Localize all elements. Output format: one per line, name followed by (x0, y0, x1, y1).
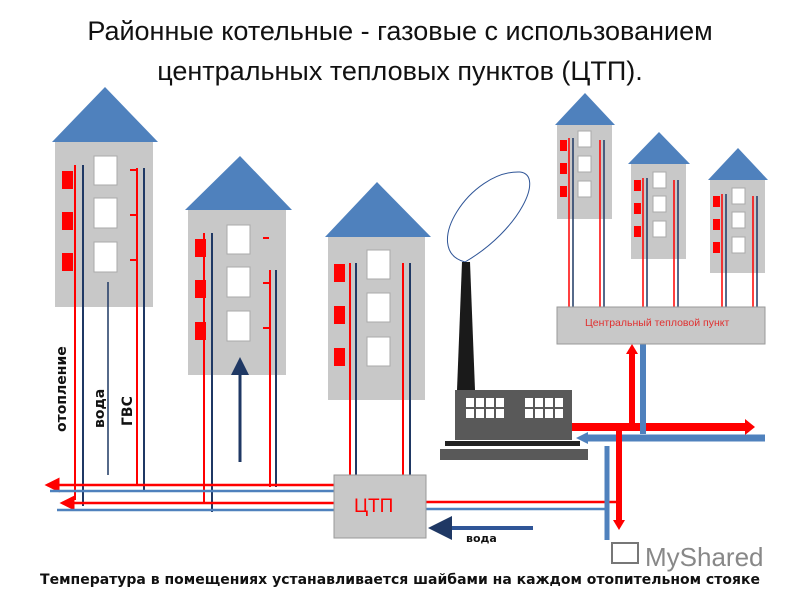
building-5 (628, 132, 690, 307)
ctp-box: ЦТП (333, 474, 427, 539)
label-water-in: вода (466, 532, 497, 545)
label-heating: отопление (54, 346, 70, 432)
watermark: MyShared (611, 542, 764, 572)
label-water: вода (92, 389, 108, 428)
trunk-pipes (572, 344, 765, 540)
central-heat-point-box: Центральный тепловой пункт (556, 306, 766, 345)
title-line-1: Районные котельные - газовые с использов… (87, 16, 712, 46)
building-3 (325, 182, 431, 475)
watermark-text: MyShared (645, 542, 764, 572)
building-6 (708, 148, 768, 307)
building-4 (555, 93, 615, 307)
building-1 (52, 87, 158, 506)
ctp-label: ЦТП (354, 496, 393, 517)
building-2 (185, 156, 292, 512)
presentation-icon (611, 542, 639, 564)
distribution-pipes (44, 477, 620, 540)
central-heat-point-label: Центральный тепловой пункт (585, 317, 729, 329)
label-hot-water: ГВС (120, 396, 136, 426)
boiler-plant (440, 171, 588, 460)
footer-note: Температура в помещениях устанавливается… (40, 572, 760, 588)
title-line-2: центральных тепловых пунктов (ЦТП). (157, 56, 643, 86)
